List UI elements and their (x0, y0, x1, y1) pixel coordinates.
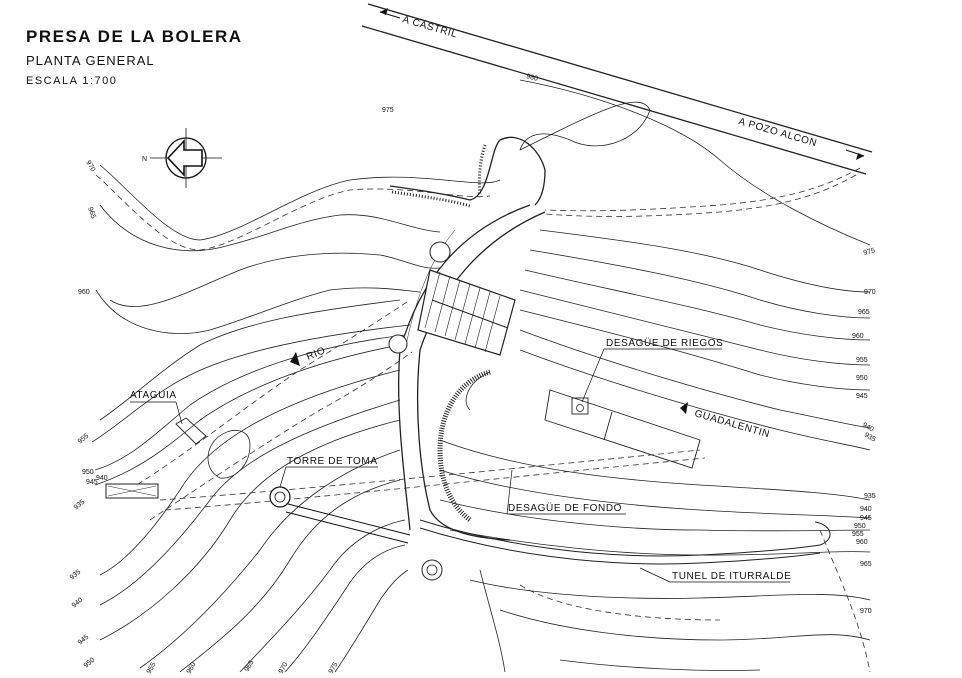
elev-label: 940 (71, 597, 85, 610)
elev-label: 975 (382, 107, 394, 114)
elev-label: 975 (328, 661, 340, 675)
elev-label: 970 (860, 608, 872, 615)
elev-label: 960 (856, 539, 868, 546)
elev-label: 950 (83, 657, 97, 670)
map-subtitle: PLANTA GENERAL (26, 53, 155, 68)
elev-label: 945 (86, 479, 98, 486)
elev-label: 965 (858, 309, 870, 316)
label-ataguia: ATAGUIA (130, 390, 177, 401)
elev-label: 965 (86, 206, 97, 219)
desague-fondo-conduit (159, 449, 701, 501)
tunel-iturralde (419, 519, 871, 673)
north-arrow-icon: N (142, 128, 222, 188)
label-rio: RIO (305, 345, 327, 363)
elev-label: 940 (860, 506, 872, 513)
north-label: N (142, 156, 147, 163)
desague-riegos-structure (544, 389, 701, 469)
flow-arrow-icon (680, 402, 688, 414)
elev-label: 955 (852, 531, 864, 538)
label-road-castril: A CASTRIL (401, 14, 458, 40)
elev-label: 965 (860, 561, 872, 568)
elev-label: 950 (856, 375, 868, 382)
elev-label: 980 (526, 73, 539, 83)
road (361, 3, 873, 217)
elev-label: 955 (77, 433, 91, 446)
elev-label: 945 (860, 515, 872, 522)
elev-label: 970 (864, 289, 876, 296)
label-desague-riegos: DESAGÜE DE RIEGOS (606, 337, 723, 349)
elev-label: 970 (84, 160, 96, 174)
map-scale: ESCALA 1:700 (26, 75, 118, 87)
elev-label: 955 (146, 661, 158, 675)
contour-lines (91, 79, 871, 673)
river (119, 299, 871, 521)
label-desague-fondo: DESAGÜE DE FONDO (508, 502, 622, 514)
elev-label: 960 (186, 661, 198, 675)
cliff-edge (389, 136, 546, 208)
label-torre-toma: TORRE DE TOMA (287, 456, 378, 467)
elev-label: 940 (96, 475, 108, 482)
elev-label: 955 (856, 357, 868, 364)
elev-label: 975 (863, 247, 876, 257)
title-block: PRESA DE LA BOLERA PLANTA GENERAL ESCALA… (26, 28, 243, 87)
ataguia (105, 417, 207, 499)
elev-label: 960 (852, 333, 864, 340)
elev-label: 935 (863, 432, 877, 444)
dam (388, 204, 546, 541)
elev-label: 945 (77, 634, 91, 647)
flow-arrow-icon (290, 352, 300, 366)
map-title: PRESA DE LA BOLERA (26, 27, 243, 46)
elev-label: 950 (82, 469, 94, 476)
elev-label: 950 (854, 523, 866, 530)
elev-label: 940 (861, 422, 875, 434)
elev-label: 945 (856, 393, 868, 400)
label-tunel: TUNEL DE ITURRALDE (672, 571, 791, 582)
elev-label: 965 (244, 659, 256, 673)
elev-label: 960 (78, 289, 90, 296)
elev-label: 935 (73, 499, 87, 512)
elev-label: 935 (864, 493, 876, 500)
elev-label: 935 (69, 569, 83, 582)
torre-de-toma (269, 486, 411, 544)
elevation-labels: 975 980 970 965 960 955 950 945 940 935 … (69, 73, 877, 675)
elev-label: 970 (278, 661, 290, 675)
